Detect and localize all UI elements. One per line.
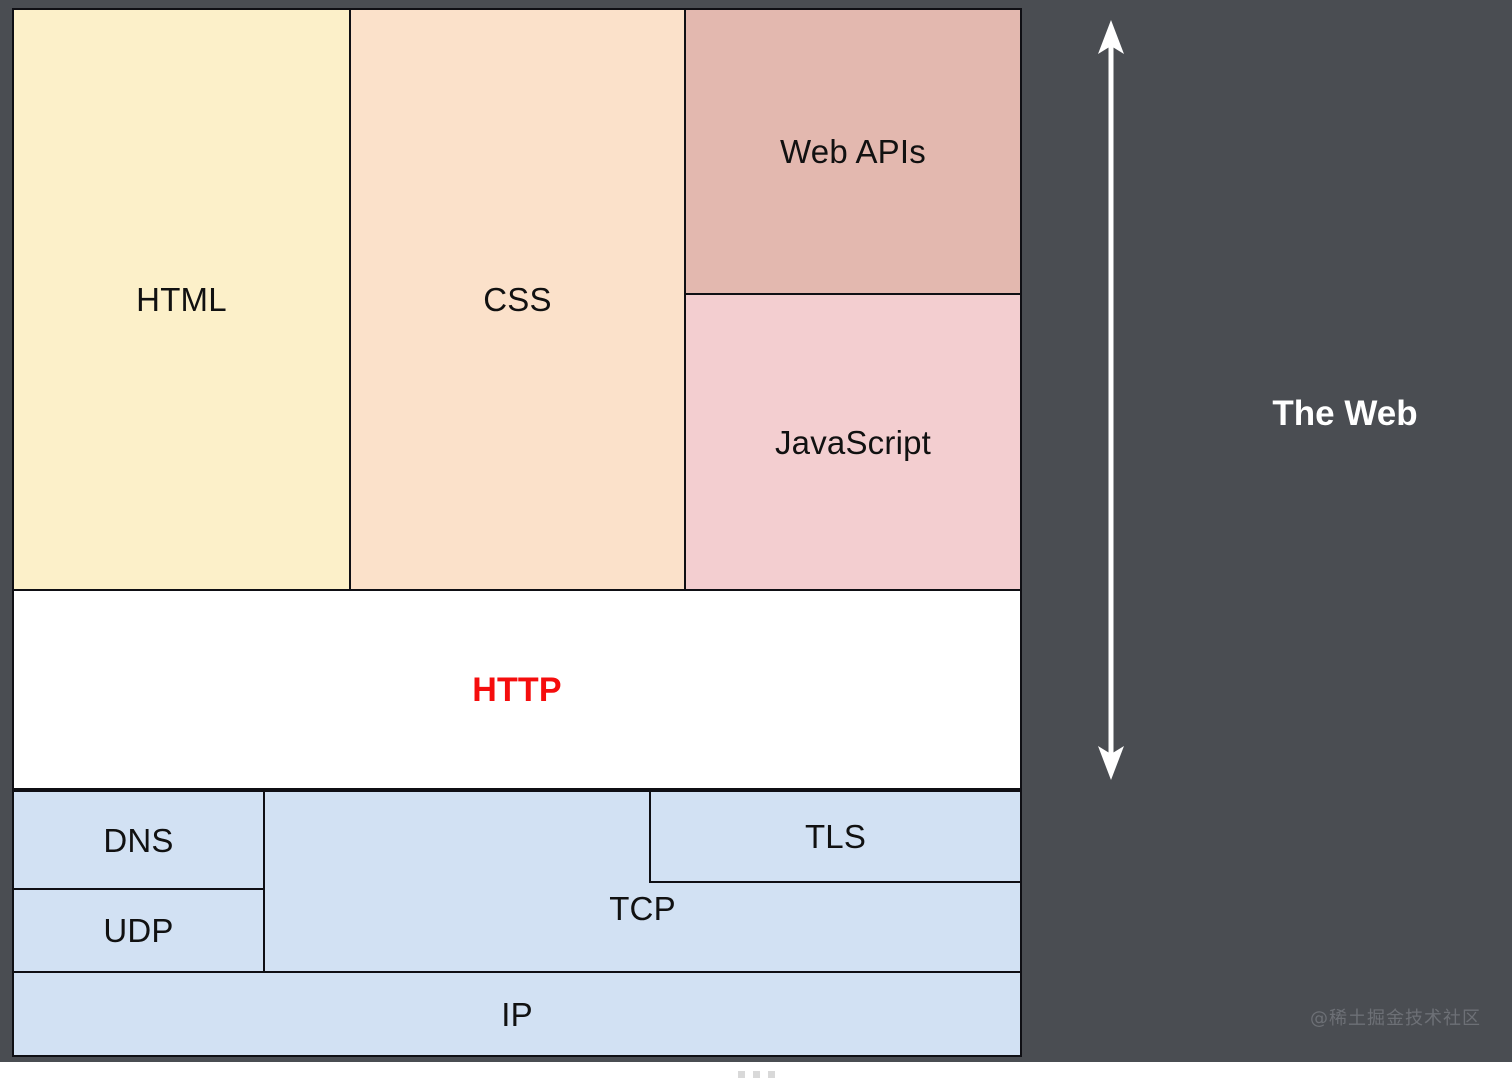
stack-cell-css-label: CSS	[483, 281, 552, 318]
page-indicator-dot[interactable]	[752, 1070, 760, 1078]
stack-cell-tls-label: TLS	[804, 818, 867, 855]
page-indicator-dot[interactable]	[737, 1070, 745, 1078]
stack-cell-http[interactable]: HTTP	[12, 589, 1022, 790]
page-indicator-dot[interactable]	[767, 1070, 775, 1078]
stack-cell-javascript-label: JavaScript	[774, 423, 932, 461]
double-arrow-icon	[1098, 20, 1124, 780]
the-web-label: The Web	[1272, 394, 1418, 433]
stack-cell-http-label: HTTP	[472, 670, 562, 709]
page-indicator[interactable]	[0, 1068, 1512, 1080]
web-stack-diagram: HTML CSS Web APIs JavaScript HTTP TCP DN…	[12, 8, 1022, 1057]
stack-cell-html-label: HTML	[136, 281, 227, 318]
stack-cell-web-apis-label: Web APIs	[780, 133, 926, 170]
stack-cell-html[interactable]: HTML	[12, 8, 351, 591]
scope-arrow	[1086, 20, 1136, 780]
stack-cell-udp[interactable]: UDP	[12, 888, 265, 973]
stack-cell-tls[interactable]: TLS	[649, 790, 1022, 883]
stack-cell-dns[interactable]: DNS	[12, 790, 265, 890]
stack-cell-ip[interactable]: IP	[12, 971, 1022, 1057]
stack-cell-udp-label: UDP	[103, 912, 174, 949]
stack-cell-ip-label: IP	[501, 995, 533, 1033]
watermark: @稀土掘金技术社区	[1310, 1008, 1481, 1029]
stack-cell-tcp-label: TCP	[609, 890, 676, 927]
stack-cell-dns-label: DNS	[103, 821, 174, 859]
stack-cell-web-apis[interactable]: Web APIs	[684, 8, 1022, 295]
stack-cell-css[interactable]: CSS	[349, 8, 686, 591]
stack-cell-javascript[interactable]: JavaScript	[684, 293, 1022, 591]
